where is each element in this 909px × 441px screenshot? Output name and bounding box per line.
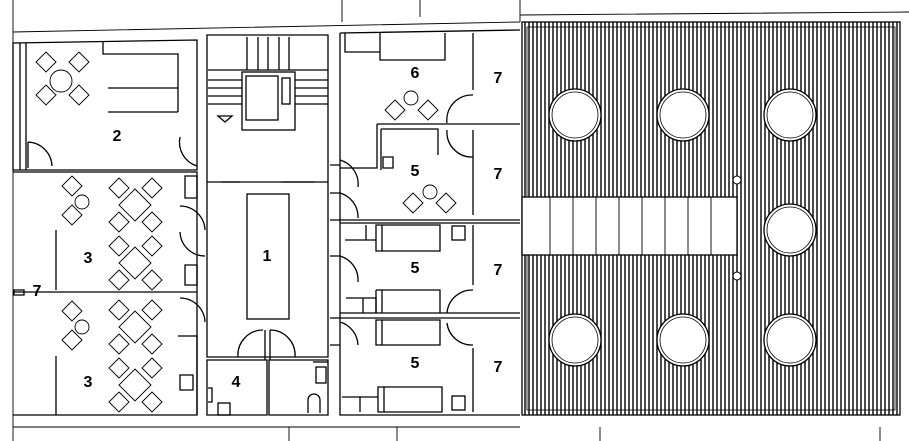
chair-icon: [61, 329, 83, 351]
chair-icon: [118, 188, 152, 222]
planter-icon: [763, 88, 817, 142]
stair-hall-label: 1: [263, 248, 272, 265]
planter-icon: [656, 313, 710, 367]
table-icon: [74, 194, 90, 210]
chair-icon: [435, 192, 457, 214]
room-5-a-label: 5: [411, 163, 420, 180]
room-3-lower-label: 3: [84, 374, 93, 391]
chair-icon: [35, 84, 57, 106]
planters: [548, 88, 817, 367]
chair-icon: [61, 300, 83, 322]
drain-icon: [732, 175, 742, 185]
chair-icon: [141, 269, 163, 291]
chair-icon: [35, 51, 57, 73]
corridor-left-label: 7: [33, 283, 42, 300]
furniture: [35, 51, 457, 413]
chair-icon: [108, 235, 130, 257]
room-6-label: 6: [411, 65, 420, 82]
chair-icon: [108, 269, 130, 291]
chair-icon: [384, 99, 406, 121]
chair-icon: [108, 299, 130, 321]
room-2-walls: [12, 39, 198, 171]
chair-icon: [108, 391, 130, 413]
chair-icon: [141, 333, 163, 355]
chair-icon: [118, 310, 152, 344]
planter-icon: [656, 88, 710, 142]
chair-icon: [68, 84, 90, 106]
room-labels: 2 3 3 7 1 4 6 5 5 5 7 7 7 7: [33, 65, 503, 391]
chair-icon: [141, 299, 163, 321]
room-3-walls: [13, 171, 206, 416]
chair-icon: [68, 51, 90, 73]
chair-icon: [141, 177, 163, 199]
planter-icon: [548, 88, 602, 142]
room-3-upper-label: 3: [84, 250, 93, 267]
closet-c-label: 7: [494, 262, 503, 279]
chair-icon: [141, 235, 163, 257]
stair-core: [206, 34, 329, 416]
chair-icon: [108, 357, 130, 379]
chair-icon: [118, 368, 152, 402]
closet-b-label: 7: [494, 166, 503, 183]
room-5-c-label: 5: [411, 355, 420, 372]
chair-icon: [108, 177, 130, 199]
chair-icon: [141, 211, 163, 233]
chair-icon: [417, 99, 439, 121]
chair-icon: [402, 192, 424, 214]
chair-icon: [108, 333, 130, 355]
drain-icon: [732, 271, 742, 281]
right-rooms-walls: [330, 29, 521, 416]
closet-a-label: 7: [494, 70, 503, 87]
site-outline: [12, 0, 909, 441]
table-icon: [74, 319, 90, 335]
chair-icon: [108, 211, 130, 233]
table-icon: [403, 90, 419, 106]
room-2-label: 2: [113, 128, 122, 145]
table-icon: [49, 69, 73, 93]
chair-icon: [141, 357, 163, 379]
room-5-b-label: 5: [411, 260, 420, 277]
planter-icon: [763, 203, 817, 257]
chair-icon: [61, 204, 83, 226]
table-icon: [422, 184, 438, 200]
planter-icon: [548, 313, 602, 367]
planter-icon: [763, 313, 817, 367]
closet-d-label: 7: [494, 359, 503, 376]
room-4-label: 4: [232, 374, 241, 391]
chair-icon: [141, 391, 163, 413]
chair-icon: [61, 175, 83, 197]
chair-icon: [118, 246, 152, 280]
